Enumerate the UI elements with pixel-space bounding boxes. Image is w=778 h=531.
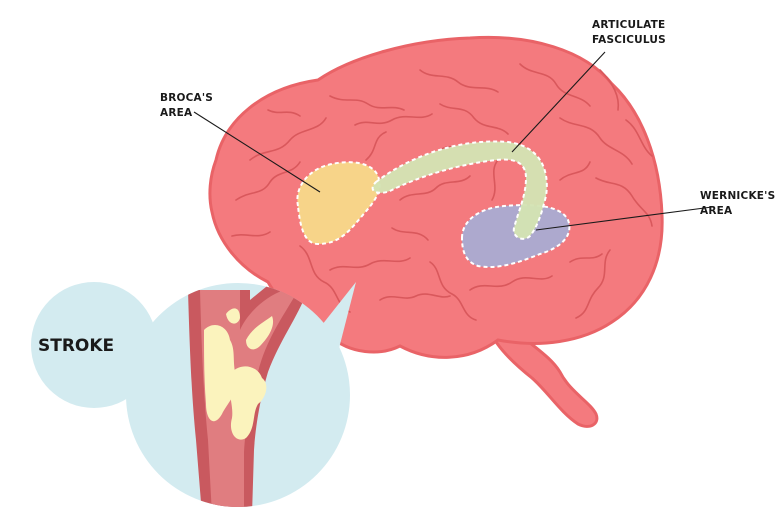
broca-leader <box>193 111 321 193</box>
broca-label-line2: AREA <box>160 107 193 119</box>
broca-label-line1: BROCA'S <box>160 92 213 104</box>
arcuate-leader <box>511 51 606 153</box>
artery <box>188 283 308 507</box>
broca-area <box>296 161 381 246</box>
arcuate-label-line1: ARTICULATE <box>592 19 665 31</box>
wernicke-label-line1: WERNICKE'S <box>700 190 775 202</box>
plaque <box>204 308 274 440</box>
stroke-label: STROKE <box>38 336 114 356</box>
brainstem <box>488 315 599 428</box>
stroke-circle <box>31 282 157 408</box>
arcuate-fasciculus <box>371 140 548 240</box>
arcuate-label-line2: FASCICULUS <box>592 34 666 46</box>
brain-folds <box>231 63 653 321</box>
wernicke-label-line2: AREA <box>700 205 733 217</box>
stroke-inset: STROKE <box>31 282 356 507</box>
wernicke-leader <box>535 206 713 231</box>
